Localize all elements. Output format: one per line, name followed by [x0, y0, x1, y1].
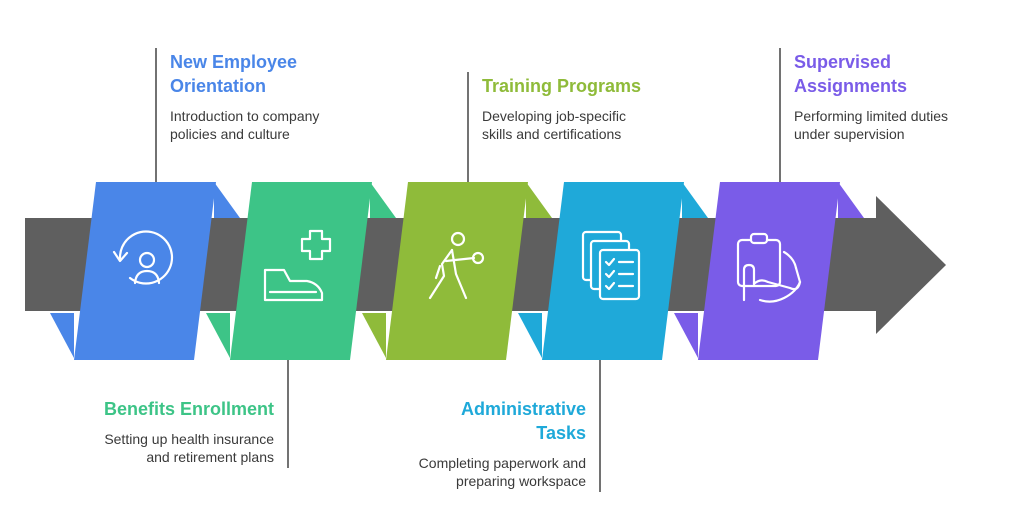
step-4-title: Administrative Tasks — [419, 397, 586, 445]
step-3-title: Training Programs — [482, 74, 641, 98]
step-2-block — [206, 182, 396, 360]
step-3-title-line-1: Training Programs — [482, 76, 642, 96]
step-2-panel — [230, 182, 372, 360]
step-1-fold-top — [214, 182, 240, 218]
step-3-desc-line-1: Developing job-specific — [482, 108, 626, 124]
step-3-description: Developing job-specific skills and certi… — [482, 107, 641, 143]
step-4-fold-bottom — [518, 313, 542, 358]
step-2-title-line-1: Benefits Enrollment — [103, 399, 274, 419]
person-training-icon — [428, 231, 485, 300]
step-5-desc-line-1: Performing limited duties — [794, 108, 949, 124]
step-4-title-line-2: Tasks — [536, 423, 586, 443]
step-5-block — [674, 182, 864, 360]
step-2-title: Benefits Enrollment — [104, 397, 274, 421]
step-3-fold-bottom — [362, 313, 386, 358]
step-5-panel — [698, 182, 840, 360]
step-2-description: Setting up health insurance and retireme… — [104, 430, 274, 466]
step-1-fold-bottom — [50, 313, 74, 358]
connector-lines — [155, 48, 781, 492]
step-1-title-line-2: Orientation — [170, 76, 267, 96]
documents-checklist-icon — [581, 230, 641, 301]
step-5-title: Supervised Assignments — [794, 50, 948, 98]
step-5-fold-bottom — [674, 313, 698, 358]
step-2-desc-line-1: Setting up health insurance — [104, 431, 274, 447]
step-4-block — [518, 182, 708, 360]
step-5-label: Supervised Assignments Performing limite… — [794, 50, 948, 143]
step-4-desc-line-1: Completing paperwork and — [418, 455, 586, 471]
step-1-title: New Employee Orientation — [170, 50, 319, 98]
step-1-description: Introduction to company policies and cul… — [170, 107, 319, 143]
step-2-fold-bottom — [206, 313, 230, 358]
rotate-user-icon — [112, 230, 174, 285]
step-5-desc-line-2: under supervision — [794, 126, 905, 142]
step-1-title-line-1: New Employee — [170, 52, 298, 72]
step-5-title-line-2: Assignments — [794, 76, 908, 96]
step-1-desc-line-2: policies and culture — [170, 126, 290, 142]
step-5-title-line-1: Supervised — [794, 52, 892, 72]
step-4-desc-line-2: preparing workspace — [456, 473, 586, 489]
step-4-fold-top — [682, 182, 708, 218]
step-3-fold-top — [526, 182, 552, 218]
step-4-label: Administrative Tasks Completing paperwor… — [419, 397, 586, 490]
step-1-desc-line-1: Introduction to company — [170, 108, 320, 124]
step-2-label: Benefits Enrollment Setting up health in… — [104, 397, 274, 466]
health-insurance-icon — [263, 229, 332, 302]
step-3-label: Training Programs Developing job-specifi… — [482, 74, 641, 143]
step-3-block — [362, 182, 552, 360]
step-2-fold-top — [370, 182, 396, 218]
step-1-label: New Employee Orientation Introduction to… — [170, 50, 319, 143]
step-2-desc-line-2: and retirement plans — [146, 449, 274, 465]
step-5-description: Performing limited duties under supervis… — [794, 107, 948, 143]
step-4-description: Completing paperwork and preparing works… — [419, 454, 586, 490]
arrow-head — [876, 196, 946, 334]
step-3-desc-line-2: skills and certifications — [482, 126, 622, 142]
step-3-panel — [386, 182, 528, 360]
step-5-fold-top — [838, 182, 864, 218]
clipboard-hand-icon — [736, 232, 802, 303]
step-1-block — [50, 182, 240, 360]
step-4-title-line-1: Administrative — [460, 399, 586, 419]
